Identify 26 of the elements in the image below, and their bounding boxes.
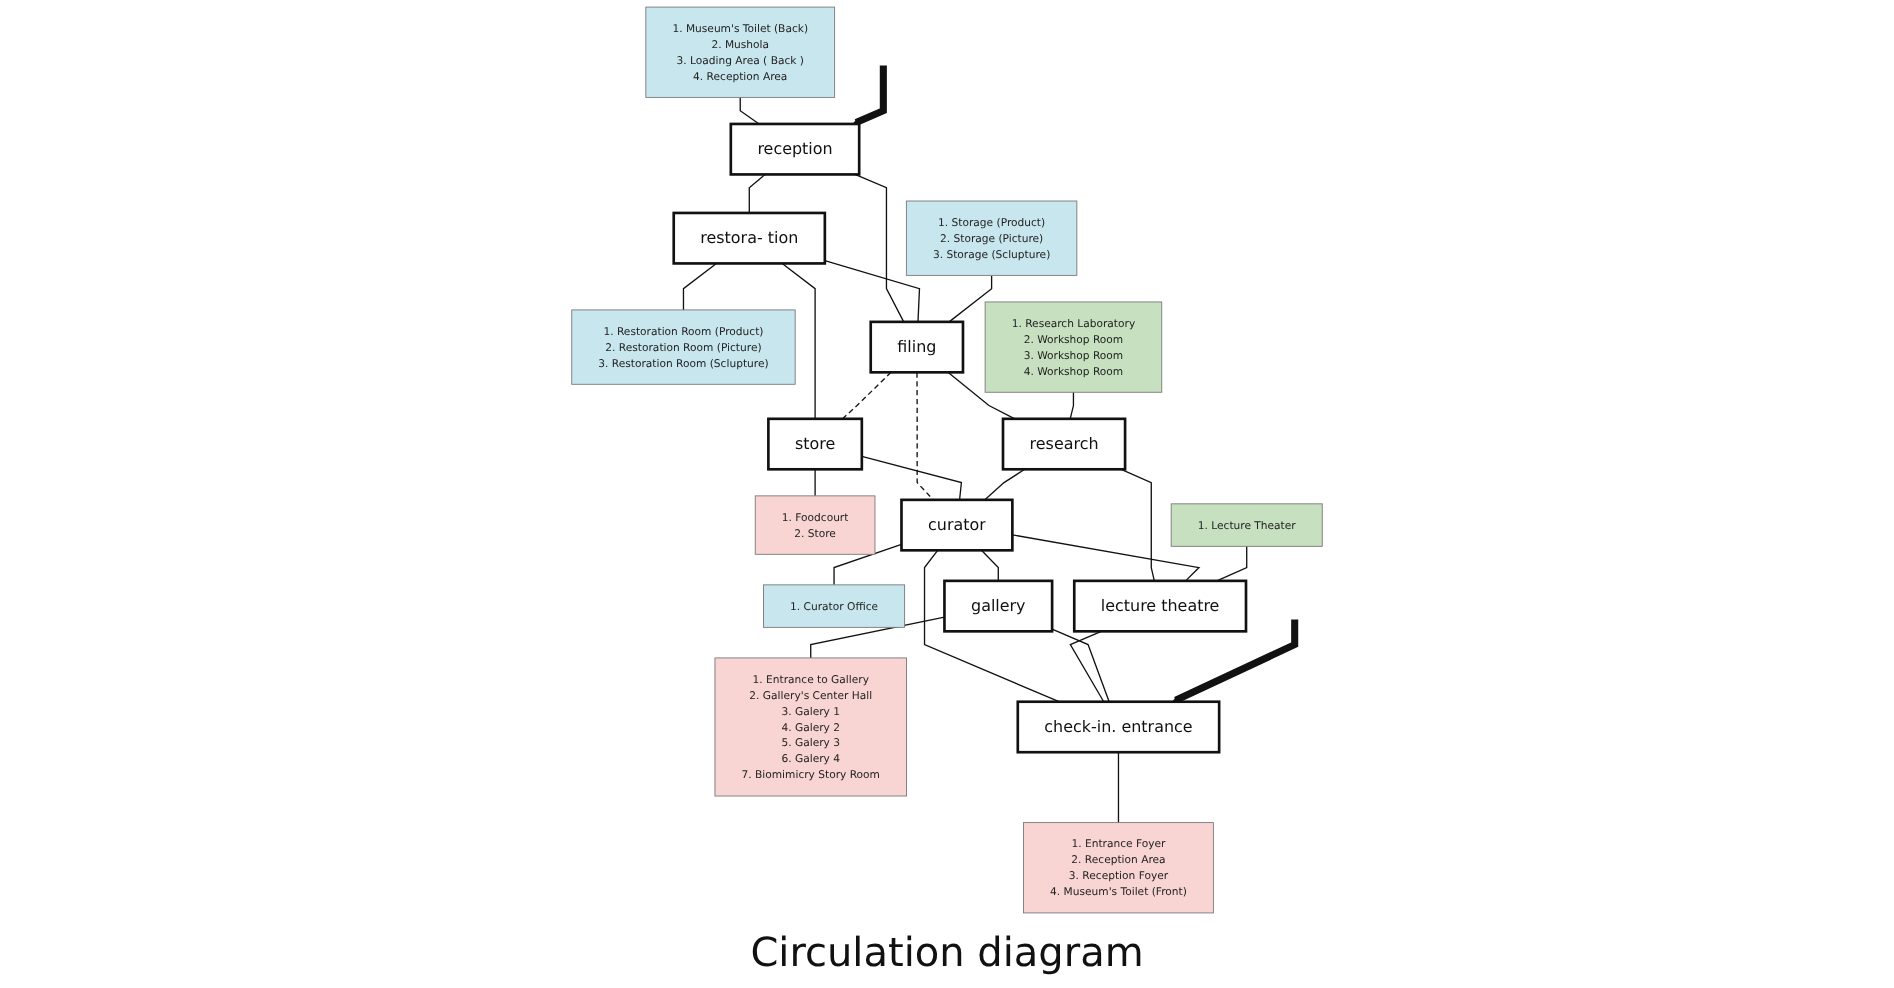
connector (948, 274, 993, 323)
connector (1120, 468, 1155, 582)
connector (861, 455, 963, 501)
connector (841, 371, 892, 420)
connector (739, 96, 760, 125)
connector (854, 173, 905, 323)
connector (1069, 391, 1075, 420)
connector (748, 173, 766, 214)
connector (923, 549, 1060, 703)
connector (916, 371, 934, 501)
connector (1011, 534, 1201, 582)
connector (947, 371, 1016, 420)
connector (1117, 751, 1120, 824)
connector (810, 616, 946, 659)
diagram-caption: Circulation diagram (750, 926, 1144, 980)
connector (980, 549, 999, 582)
connector (814, 468, 816, 497)
connector (682, 262, 718, 311)
connector (824, 259, 921, 323)
connector (984, 468, 1026, 501)
connector (1069, 630, 1105, 703)
arrow (1172, 619, 1299, 704)
connector (833, 543, 903, 586)
connector (781, 262, 816, 420)
arrow (852, 65, 887, 126)
connector (1051, 628, 1110, 703)
